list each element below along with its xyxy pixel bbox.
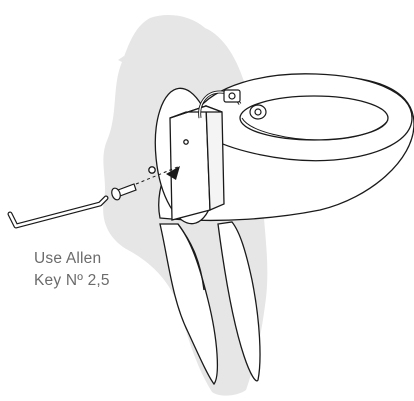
insertion-guide (135, 165, 181, 185)
instruction-line-1: Use Allen (34, 250, 102, 267)
insert-direction-arrow-icon (166, 166, 180, 180)
allen-key-instruction: Use Allen Key Nº 2,5 (34, 248, 110, 292)
screw-head (111, 187, 121, 201)
connector-screw (228, 92, 236, 100)
bracket-screw-hole (183, 139, 189, 145)
bracket-side-hole (148, 166, 156, 174)
stem-left-blade (159, 223, 219, 386)
bracket-box (148, 105, 225, 221)
bracket-top-face (169, 105, 223, 119)
lampshade-inner-shadow (241, 117, 389, 141)
stem-right-blade (217, 221, 261, 382)
stem-center-fold (177, 223, 205, 291)
lamp-stem (159, 221, 261, 386)
allen-key-outline (7, 195, 109, 229)
allen-key-icon (7, 195, 109, 229)
cable-connector (223, 89, 267, 120)
allen-key-fill (8, 196, 108, 228)
screw-icon (111, 183, 137, 201)
bracket-front-face (169, 105, 211, 221)
shade-knob-center (254, 108, 262, 116)
instruction-line-2: Key Nº 2,5 (34, 272, 110, 289)
